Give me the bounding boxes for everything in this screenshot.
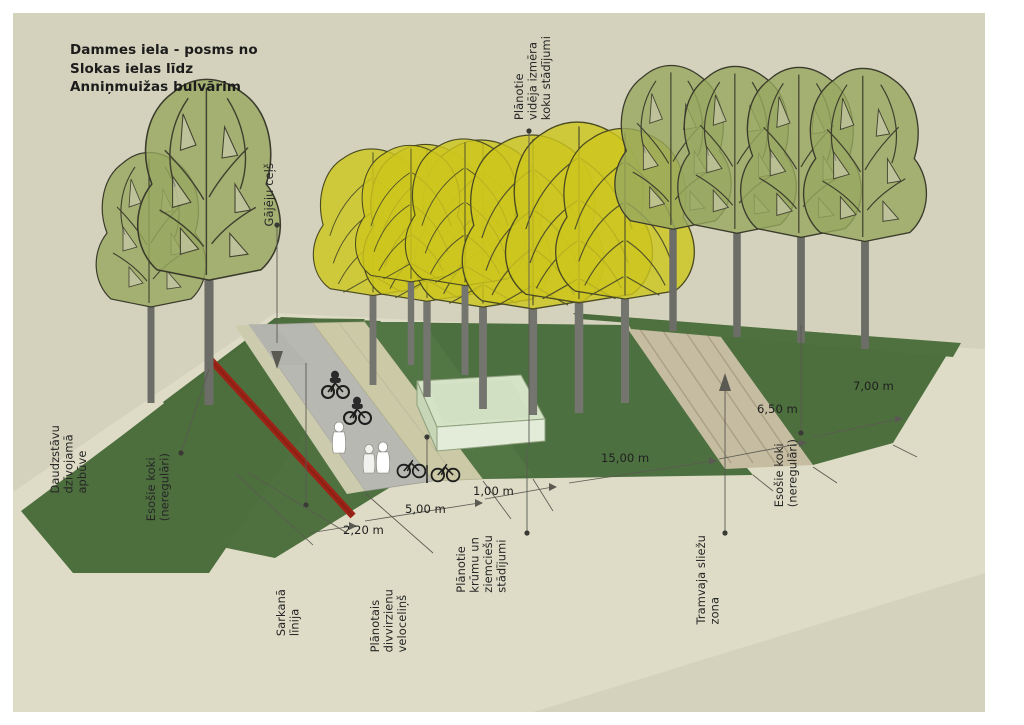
leader-lines: [178, 128, 804, 536]
label-tram-zone: Tramvaja sliežu zona: [694, 535, 722, 625]
label-bike-lane: Plānotais divvirzienu veloceliņš: [368, 589, 409, 653]
dimension-6-50: 6,50 m: [757, 402, 798, 416]
verge-west: [235, 325, 365, 494]
band-tram-corridor: [625, 324, 813, 469]
sidewalk-upper: [249, 324, 309, 365]
dimension-1-00: 1,00 m: [473, 484, 514, 498]
label-residential: Daudzstāvu dzīvojamā apbūve: [48, 425, 89, 494]
label-existing-trees-right: Esošie koki (neregulāri): [772, 439, 800, 508]
dimension-2-20: 2,20 m: [343, 523, 384, 537]
lawn-east: [713, 326, 953, 465]
label-pedestrian-path: Gājēju ceļš: [262, 163, 276, 227]
axonometric-scene: [13, 13, 985, 712]
tree-group-existing-right: [615, 65, 927, 349]
bike-path-line: [338, 322, 459, 481]
dimension-15-00: 15,00 m: [601, 451, 650, 465]
label-shrub-perennial: Plānotie krūmu un ziemciešu stādījumi: [454, 535, 509, 593]
dimension-7-00: 7,00 m: [853, 379, 894, 393]
label-red-line: Sarkanā līnija: [274, 589, 302, 637]
label-existing-trees-left: Esošie koki (neregulāri): [144, 453, 172, 522]
lawn-east-strip: [625, 318, 961, 357]
label-planned-medium-trees: Plānotie vidēja izmēra koku stādījumi: [512, 36, 553, 121]
dimension-5-00: 5,00 m: [405, 502, 446, 516]
drawing-canvas: Dammes iela - posms no Slokas ielas līdz…: [13, 13, 985, 712]
red-line: [206, 355, 356, 519]
page-title: Dammes iela - posms no Slokas ielas līdz…: [70, 42, 258, 96]
dimension-lines: [234, 415, 918, 554]
